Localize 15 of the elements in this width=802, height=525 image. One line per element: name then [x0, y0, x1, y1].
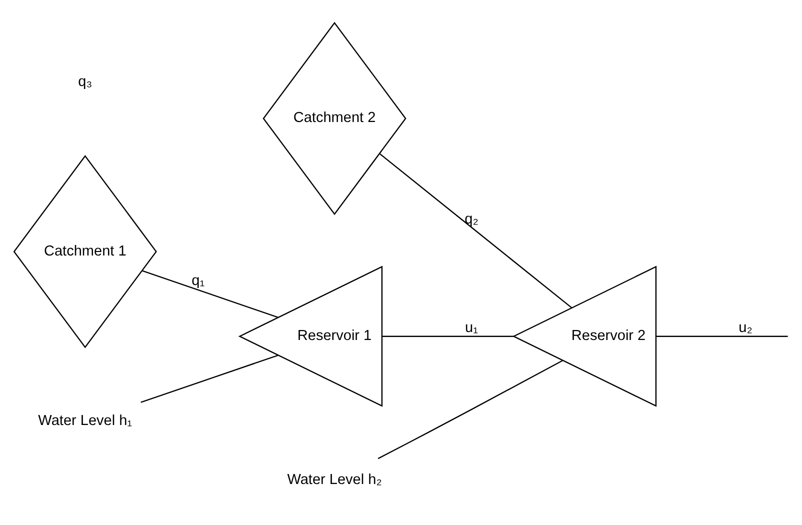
edge-label: q₂ [464, 211, 478, 228]
connector [379, 153, 572, 308]
connector [140, 354, 278, 403]
connector [141, 270, 278, 318]
edge-label: q₁ [191, 273, 204, 290]
edge-label: u₂ [738, 320, 752, 336]
node-text: Water Level h₂ [286, 472, 382, 488]
connector [656, 336, 788, 337]
label: q₃ [78, 74, 92, 90]
node-text: Water Level h₁ [38, 412, 132, 429]
node-diamond: Catchment 2 [262, 22, 406, 216]
edge-label: u₁ [464, 320, 478, 336]
connector [382, 336, 514, 337]
node-diamond: Catchment 1 [12, 154, 156, 348]
connector [377, 360, 563, 460]
